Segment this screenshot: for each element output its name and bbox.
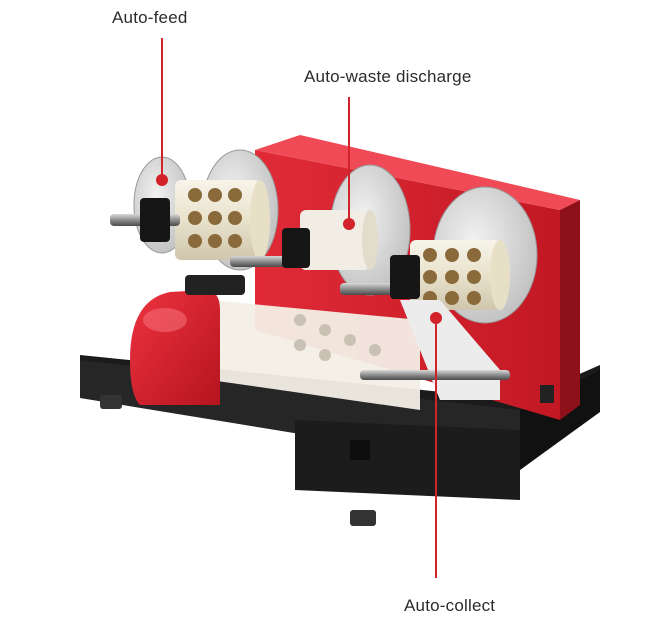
callout-dot-feed [156, 174, 168, 186]
callout-auto-collect [430, 312, 442, 578]
feed-roll [175, 180, 270, 260]
label-auto-feed: Auto-feed [112, 8, 188, 27]
callout-dot-waste [343, 218, 355, 230]
foot-front [350, 510, 376, 526]
foot-left [100, 395, 122, 409]
power-switch [540, 385, 554, 403]
label-auto-collect: Auto-collect [404, 596, 496, 615]
callout-auto-waste [343, 97, 355, 230]
label-auto-waste-discharge: Auto-waste discharge [304, 67, 472, 86]
cutting-head [130, 275, 245, 405]
shafts [110, 198, 420, 299]
waste-roll [300, 210, 378, 270]
callout-dot-collect [430, 312, 442, 324]
collect-roll [410, 240, 510, 310]
callout-auto-feed [156, 38, 168, 186]
label-web [210, 300, 510, 410]
